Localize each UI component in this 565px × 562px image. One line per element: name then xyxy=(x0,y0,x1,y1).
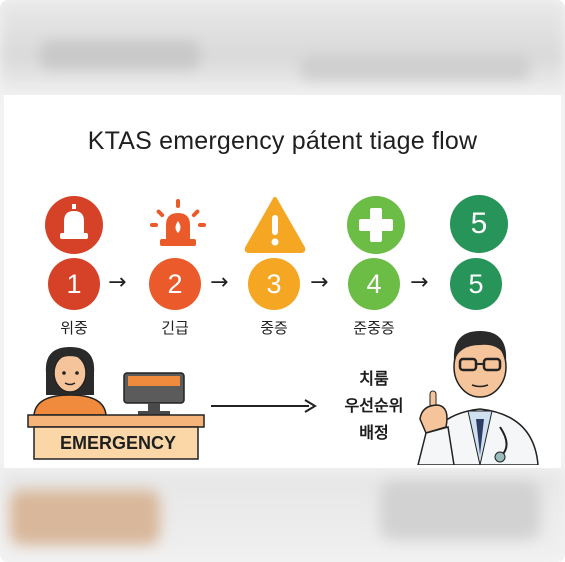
receptionist-icon xyxy=(33,347,107,415)
priority-label: 우선순위 xyxy=(344,396,404,415)
warning-icon xyxy=(244,197,306,253)
reception-desk xyxy=(27,414,205,460)
arrow-4-5: → xyxy=(410,270,429,295)
level-4-badge: 4 xyxy=(348,258,400,310)
level-1-badge: 1 xyxy=(48,258,100,310)
flashing-light-icon xyxy=(150,199,206,246)
level-3-badge: 3 xyxy=(248,258,300,310)
blurred-bottom-background xyxy=(0,470,565,562)
level-2-badge: 2 xyxy=(149,258,201,310)
long-arrow xyxy=(211,399,317,413)
infographic-panel: KTAS emergency pátent tiage flow xyxy=(4,95,561,468)
level-5-badge: 5 xyxy=(450,258,502,310)
level-1-label: 위중 xyxy=(60,319,88,337)
emergency-desk-label: EMERGENCY xyxy=(59,433,176,453)
level-3-label: 중증 xyxy=(260,319,288,337)
arrow-3-4: → xyxy=(310,270,329,295)
treatment-room-label: 치룸 xyxy=(359,369,389,388)
assignment-label: 배정 xyxy=(359,423,389,442)
doctor-icon xyxy=(417,331,539,465)
computer-monitor-icon xyxy=(123,372,185,415)
level-4-label: 준중증 xyxy=(353,319,395,337)
plus-icon xyxy=(347,196,405,254)
level-2-label: 긴급 xyxy=(161,319,189,337)
circle-5-icon: 5 xyxy=(450,195,508,253)
siren-icon xyxy=(45,196,103,254)
infographic-title: KTAS emergency pátent tiage flow xyxy=(87,127,478,155)
arrow-1-2: → xyxy=(108,270,127,295)
blurred-top-background xyxy=(0,0,565,95)
arrow-2-3: → xyxy=(210,270,229,295)
